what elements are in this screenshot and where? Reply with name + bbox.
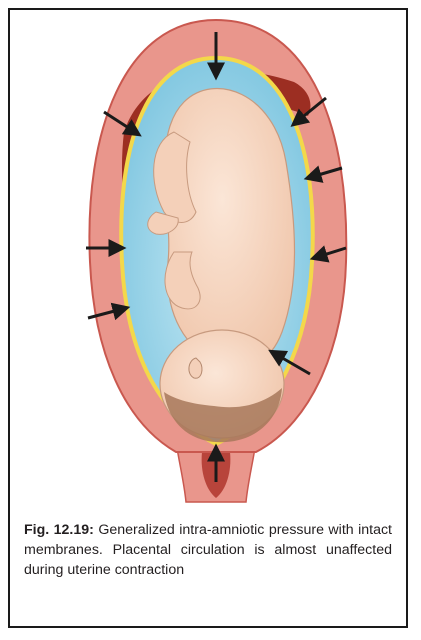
figure-caption: Fig. 12.19: Generalized intra-amniotic p… (24, 520, 392, 580)
figure-frame: Fig. 12.19: Generalized intra-amniotic p… (8, 8, 408, 628)
figure-label: Fig. 12.19: (24, 522, 94, 538)
uterus-illustration (64, 12, 364, 512)
fetus-body (163, 89, 294, 367)
